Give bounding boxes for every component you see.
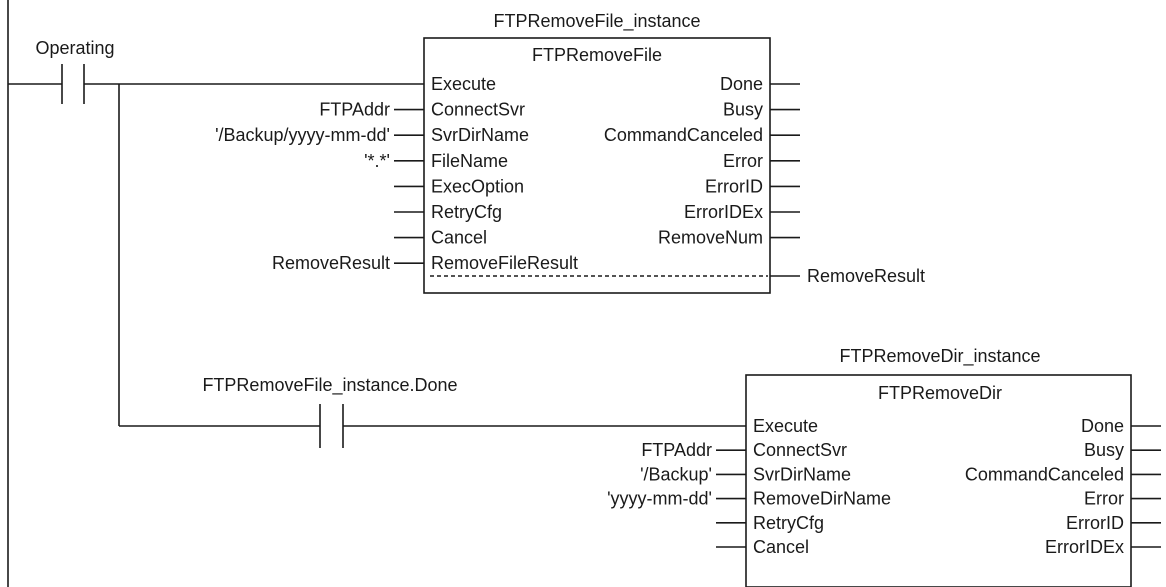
block1-input-argument: '/Backup/yyyy-mm-dd' [215, 125, 390, 145]
block1-input-pin: SvrDirName [431, 125, 529, 145]
block2-input-pin: ConnectSvr [753, 440, 847, 460]
block1-input-pin: ExecOption [431, 176, 524, 196]
block2-output-pin: Done [1081, 416, 1124, 436]
block2-input-pin: Cancel [753, 537, 809, 557]
block2-function-block [745, 374, 1132, 587]
block2-input-pin: RetryCfg [753, 513, 824, 533]
block2-input-pin: Execute [753, 416, 818, 436]
block1-input-pin: ConnectSvr [431, 100, 525, 120]
block1-output-pin: Error [723, 151, 763, 171]
block1-input-pin: FileName [431, 151, 508, 171]
block2-input-argument: '/Backup' [640, 464, 712, 484]
block2-output-pin: Busy [1084, 440, 1124, 460]
block2-output-pin: ErrorIDEx [1045, 537, 1124, 557]
contact-done-label: FTPRemoveFile_instance.Done [202, 375, 457, 396]
block1-output-pin: ErrorID [705, 176, 763, 196]
block1-output-pin: Busy [723, 100, 763, 120]
block2-output-pin: CommandCanceled [965, 464, 1124, 484]
block1-output-pin: ErrorIDEx [684, 202, 763, 222]
block2-input-pin: RemoveDirName [753, 489, 891, 509]
block1-input-pin: Cancel [431, 228, 487, 248]
block2-input-pin: SvrDirName [753, 464, 851, 484]
block1-inout-right-label: RemoveResult [807, 266, 925, 286]
block2-input-argument: 'yyyy-mm-dd' [607, 489, 712, 509]
block1-input-pin: Execute [431, 74, 496, 94]
block1-output-pin: Done [720, 74, 763, 94]
block2-input-argument: FTPAddr [641, 440, 712, 460]
block2-output-pin: ErrorID [1066, 513, 1124, 533]
block1-input-argument: FTPAddr [319, 100, 390, 120]
block1-function-block [423, 37, 771, 294]
block1-instance-name: FTPRemoveFile_instance [493, 11, 700, 32]
block1-input-argument: '*.*' [364, 151, 390, 171]
block1-input-pin: RemoveFileResult [431, 253, 578, 273]
block1-output-pin: RemoveNum [658, 228, 763, 248]
block1-input-pin: RetryCfg [431, 202, 502, 222]
contact-operating-label: Operating [35, 38, 114, 58]
block2-type-name: FTPRemoveDir [878, 383, 1002, 403]
block1-output-pin: CommandCanceled [604, 125, 763, 145]
block1-input-argument: RemoveResult [272, 253, 390, 273]
block2-output-pin: Error [1084, 489, 1124, 509]
block2-instance-name: FTPRemoveDir_instance [839, 346, 1040, 367]
block1-type-name: FTPRemoveFile [532, 45, 662, 65]
